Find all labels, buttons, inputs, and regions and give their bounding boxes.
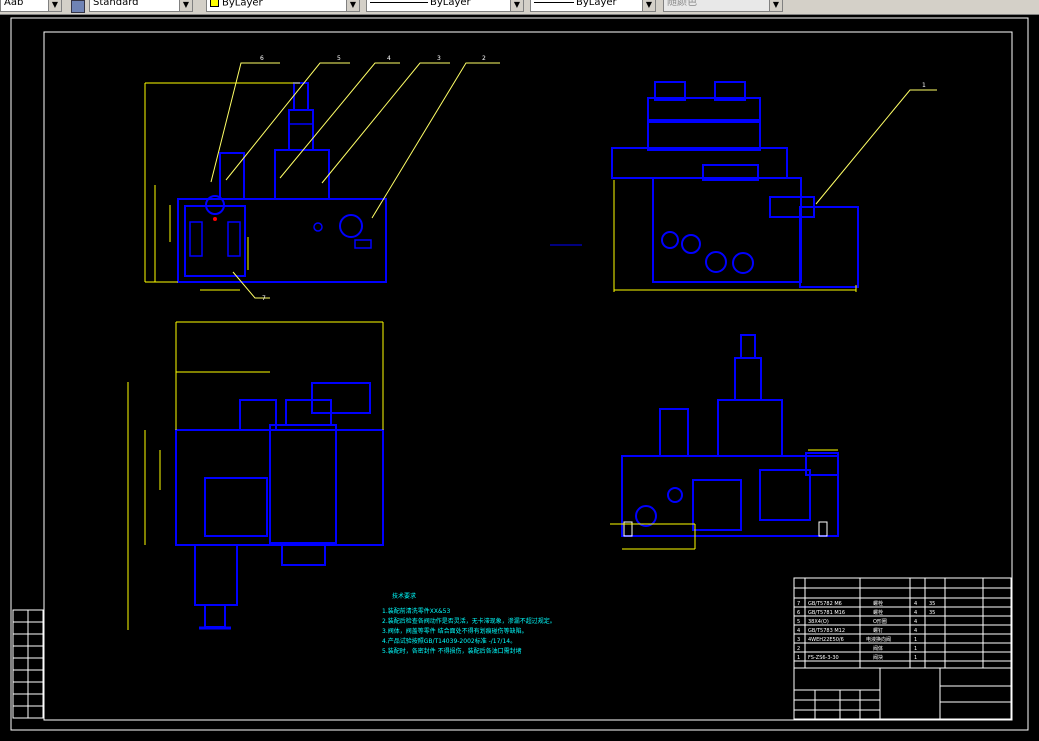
chevron-down-icon[interactable]: ▼: [510, 0, 523, 11]
linetype-preview-icon: [370, 1, 428, 3]
front-view: [177, 82, 387, 283]
leader-lines: [210, 62, 937, 299]
bom-code: GB/T5781 M16: [808, 610, 845, 616]
bom-row: 5 38X4(O) O形圈 4: [797, 618, 917, 625]
side-view-dimensions: [613, 180, 857, 292]
bom-qty: 4: [914, 628, 917, 634]
color-swatch-icon: [210, 0, 219, 7]
bom-no: 1: [797, 655, 800, 661]
bom-name: 电液换向阀: [866, 636, 891, 643]
balloon-4: 4: [387, 55, 391, 62]
bom-row: 7 GB/T5782 M6 螺栓 4 35: [797, 600, 935, 607]
notes-line-5: 5.装配时，各密封件 不得损伤，装配后各油口需封堵: [382, 647, 522, 655]
bom-no: 7: [797, 601, 800, 607]
chevron-down-icon[interactable]: ▼: [642, 0, 655, 11]
linetype-value: ByLayer: [430, 0, 471, 8]
bom-no: 4: [797, 628, 800, 634]
bom-code: 38X4(O): [808, 619, 829, 625]
notes-line-1: 1.装配前清洗零件XX&53: [382, 607, 450, 615]
bom-name: 螺栓: [873, 609, 883, 616]
inner-frame: [43, 31, 1013, 721]
front-view-dimensions: [144, 82, 300, 291]
top-view: [175, 382, 384, 630]
balloon-2: 2: [482, 55, 486, 62]
balloon-6: 6: [260, 55, 264, 62]
bom-material: 35: [929, 610, 935, 616]
plotstyle-value: 随颜色: [667, 0, 697, 8]
chevron-down-icon[interactable]: ▼: [179, 0, 192, 11]
notes-line-2: 2.装配后检查各阀动作是否灵活，无卡滞现象，渗漏不超过规定。: [382, 617, 556, 625]
bom-no: 2: [797, 646, 800, 652]
balloon-7: 7: [262, 295, 266, 302]
bom-code: GB/T5783 M12: [808, 628, 845, 634]
color-dropdown[interactable]: ByLayer ▼: [206, 0, 360, 12]
bom-code: 4WEH22E50/6: [808, 637, 844, 643]
bom-code: FS-ZS6-3-30: [808, 655, 839, 661]
drawing-canvas[interactable]: 6 5 4 3 2 1 7: [0, 14, 1039, 741]
balloon-5: 5: [337, 55, 341, 62]
text-style-value: Aab: [4, 0, 24, 8]
technical-notes: 技术要求 1.装配前清洗零件XX&53 2.装配后检查各阀动作是否灵活，无卡滞现…: [382, 592, 556, 655]
linetype-dropdown[interactable]: ByLayer ▼: [366, 0, 524, 12]
text-style-dropdown[interactable]: Aab ▼: [0, 0, 62, 12]
balloon-labels: 6 5 4 3 2 1 7: [260, 55, 926, 302]
rear-view-dimensions: [610, 449, 838, 550]
bom-qty: 4: [914, 601, 917, 607]
bom-name: 阀块: [873, 654, 883, 661]
title-block: [793, 577, 1012, 720]
bom-name: O形圈: [873, 618, 887, 625]
margin-zone-table: [12, 609, 44, 719]
lineweight-preview-icon: [534, 1, 574, 3]
notes-line-4: 4.产品试验按照GB/T14039-2002标准 -/17/14。: [382, 637, 516, 645]
chevron-down-icon: ▼: [769, 0, 782, 11]
balloon-3: 3: [437, 55, 441, 62]
bom-qty: 4: [914, 610, 917, 616]
lineweight-value: ByLayer: [576, 0, 617, 8]
bom-qty: 1: [914, 655, 917, 661]
color-value: ByLayer: [222, 0, 263, 9]
bom-row: 1 FS-ZS6-3-30 阀块 1: [797, 654, 917, 661]
chevron-down-icon[interactable]: ▼: [48, 0, 61, 11]
bom-qty: 1: [914, 637, 917, 643]
side-view: [611, 81, 859, 288]
bom-material: 35: [929, 601, 935, 607]
bom-qty: 1: [914, 646, 917, 652]
bom-no: 5: [797, 619, 800, 625]
bom-name: 螺栓: [873, 600, 883, 607]
bom-table: 7 GB/T5782 M6 螺栓 4 35 6 GB/T5781 M16 螺栓 …: [797, 600, 935, 661]
plotstyle-dropdown: 随颜色 ▼: [663, 0, 783, 12]
properties-toolbar: Aab ▼ Standard ▼ ByLayer ▼ ByLayer ▼ ByL…: [0, 0, 1039, 15]
bom-row: 6 GB/T5781 M16 螺栓 4 35: [797, 609, 935, 616]
notes-title: 技术要求: [392, 592, 416, 600]
bom-no: 3: [797, 637, 800, 643]
dim-style-dropdown[interactable]: Standard ▼: [89, 0, 193, 12]
bom-no: 6: [797, 610, 800, 616]
bom-row: 2 阀体 1: [797, 645, 917, 652]
outer-border: [10, 17, 1029, 731]
rear-view: [621, 334, 839, 537]
bom-code: GB/T5782 M6: [808, 601, 842, 607]
dim-style-value: Standard: [93, 0, 139, 8]
notes-line-3: 3.阀体，阀盖等零件 结合面处不得有划痕碰伤等缺陷。: [382, 627, 528, 635]
bom-row: 3 4WEH22E50/6 电液换向阀 1: [797, 636, 917, 643]
chevron-down-icon[interactable]: ▼: [346, 0, 359, 11]
bom-qty: 4: [914, 619, 917, 625]
balloon-1: 1: [922, 82, 926, 89]
bom-row: 4 GB/T5783 M12 螺钉 4: [797, 627, 917, 634]
dimension-style-icon[interactable]: [71, 0, 85, 13]
lineweight-dropdown[interactable]: ByLayer ▼: [530, 0, 656, 12]
bom-name: 螺钉: [873, 627, 883, 634]
top-view-dimensions: [127, 321, 384, 630]
bom-name: 阀体: [873, 645, 883, 652]
